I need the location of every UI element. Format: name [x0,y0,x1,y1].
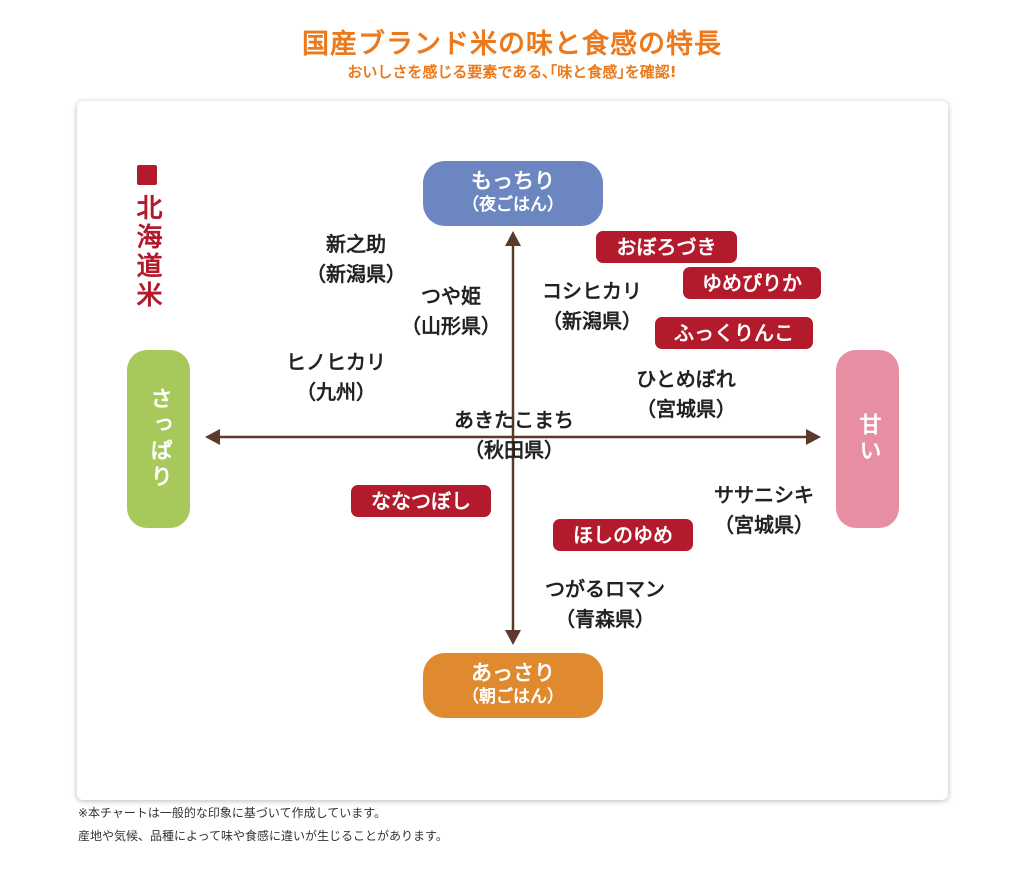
pole-top-sub: （夜ごはん） [462,195,564,215]
rice-name: つや姫 [421,284,481,308]
arrowhead-up [505,231,521,246]
hokkaido-nanatsuboshi: ななつぼし [351,485,491,517]
hokkaido-hoshinoyume: ほしのゆめ [553,519,693,551]
arrowhead-left [205,429,220,445]
rice-shinnosuke: 新之助 （新潟県） [302,229,410,289]
rice-sasanishiki: ササニシキ （宮城県） [696,480,832,540]
hokkaido-yumepirika: ゆめぴりか [683,267,821,299]
pole-bottom: あっさり （朝ごはん） [423,653,603,718]
rice-name: つがるロマン [545,577,665,601]
rice-name: 新之助 [326,232,386,256]
rice-hinohikari: ヒノヒカリ （九州） [268,347,404,407]
rice-name: ヒノヒカリ [286,350,386,374]
footnote-2: 産地や気候、品種によって味や食感に違いが生じることがあります。 [78,829,448,843]
footnote-1: ※本チャートは一般的な印象に基づいて作成しています。 [78,806,387,820]
rice-region: （青森県） [555,607,655,631]
rice-koshihikari: コシヒカリ （新潟県） [528,276,656,336]
arrowhead-right [806,429,821,445]
legend-label: 北海道米 [132,194,162,310]
rice-name: ひとめぼれ [636,367,736,391]
rice-name: あきたこまち [454,408,574,432]
pole-right: 甘い [836,350,899,528]
rice-region: （九州） [296,380,376,404]
pole-bottom-label: あっさり [471,661,555,685]
page-subtitle: おいしさを感じる要素である､｢味と食感｣を確認! [347,63,677,81]
legend-swatch [137,165,157,185]
rice-region: （秋田県） [464,438,564,462]
pole-left: さっぱり [127,350,190,528]
pole-left-label: さっぱり [146,387,172,491]
rice-region: （宮城県） [714,513,814,537]
rice-region: （山形県） [401,314,501,338]
rice-region: （新潟県） [542,309,642,333]
rice-name: ササニシキ [714,483,814,507]
rice-hitomebore: ひとめぼれ （宮城県） [618,364,754,424]
rice-region: （宮城県） [636,397,736,421]
page-title: 国産ブランド米の味と食感の特長 [302,29,722,60]
rice-akitakomachi: あきたこまち （秋田県） [436,405,592,465]
pole-top: もっちり （夜ごはん） [423,161,603,226]
pole-bottom-sub: （朝ごはん） [462,687,564,707]
hokkaido-fukkurinko: ふっくりんこ [655,317,813,349]
pole-right-label: 甘い [855,413,881,465]
rice-region: （新潟県） [306,262,406,286]
arrowhead-down [505,630,521,645]
hokkaido-oborozuki: おぼろづき [596,231,737,263]
rice-name: コシヒカリ [542,279,642,303]
rice-tsugaru-roman: つがるロマン （青森県） [526,574,684,634]
pole-top-label: もっちり [471,169,555,193]
rice-tsuyahime: つや姫 （山形県） [395,281,507,341]
